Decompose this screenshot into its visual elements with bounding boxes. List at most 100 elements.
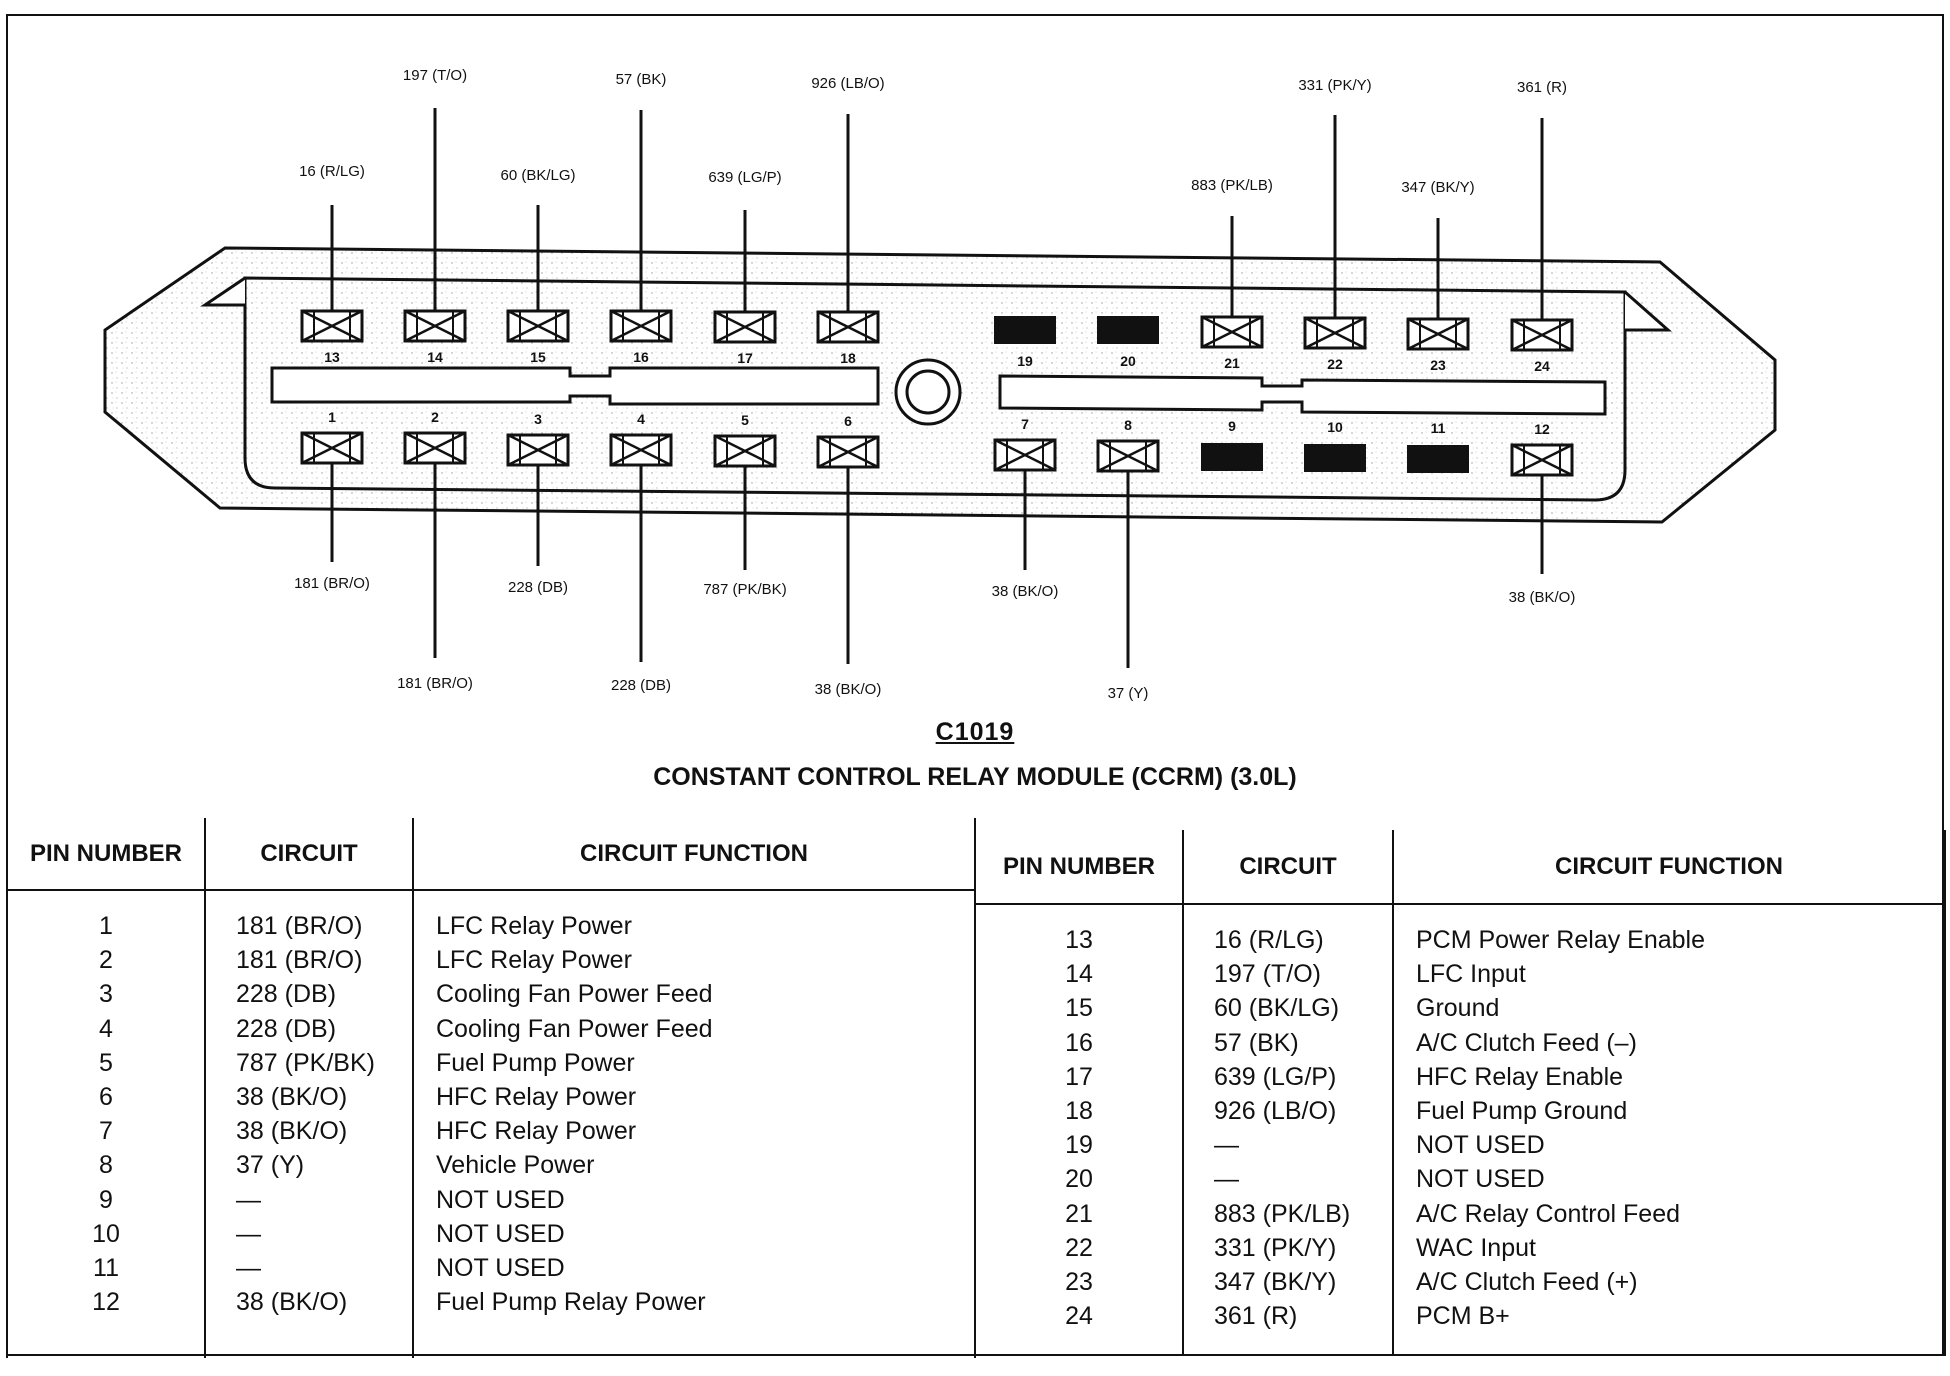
function-cell: Fuel Pump Relay Power — [436, 1288, 706, 1317]
circuit-cell: 57 (BK) — [1214, 1028, 1299, 1057]
cavity-number-5: 5 — [741, 412, 749, 428]
terminal-cavity-3 — [506, 433, 570, 467]
pin-number-cell: 6 — [99, 1082, 113, 1111]
terminal-cavity-2 — [403, 431, 467, 465]
terminal-cavity-18 — [816, 310, 880, 344]
wire-label-pin-3: 228 (DB) — [508, 579, 568, 596]
left-latch — [200, 276, 246, 307]
connector-id: C1019 — [935, 718, 1015, 746]
terminal-cavity-12 — [1510, 443, 1574, 477]
circuit-cell: 197 (T/O) — [1214, 960, 1321, 989]
right-slot — [998, 374, 1607, 416]
pin-number-cell: 4 — [99, 1014, 113, 1043]
cavity-number-2: 2 — [431, 409, 439, 425]
circuit-cell: — — [236, 1219, 261, 1248]
wire-label-pin-22: 331 (PK/Y) — [1298, 77, 1371, 94]
header-circuit-function: CIRCUIT FUNCTION — [412, 818, 976, 891]
terminal-cavity-1 — [300, 431, 364, 465]
circuit-cell: — — [1214, 1165, 1239, 1194]
cavity-number-12: 12 — [1534, 421, 1550, 437]
pin-number-cell: 1 — [99, 912, 113, 940]
circuit-cell: 16 (R/LG) — [1214, 926, 1324, 954]
header-circuit: CIRCUIT — [204, 818, 414, 891]
cavity-number-9: 9 — [1228, 418, 1236, 434]
wire-label-pin-24: 361 (R) — [1517, 79, 1567, 96]
wire-label-pin-18: 926 (LB/O) — [811, 75, 884, 92]
terminal-cavity-16 — [609, 309, 673, 343]
terminal-cavity-14 — [403, 309, 467, 343]
pin-number-cell: 21 — [1065, 1199, 1093, 1228]
cavity-number-1: 1 — [328, 409, 336, 425]
wire-label-pin-5: 787 (PK/BK) — [703, 581, 786, 598]
cavity-number-6: 6 — [844, 413, 852, 429]
pin-number-cell: 5 — [99, 1048, 113, 1077]
wire-label-pin-17: 639 (LG/P) — [708, 169, 781, 186]
unused-cavity-10 — [1304, 444, 1366, 472]
circuit-cell: — — [1214, 1131, 1239, 1160]
pin-number-cell: 2 — [99, 946, 113, 975]
cavity-number-8: 8 — [1124, 417, 1132, 433]
terminal-cavity-6 — [816, 435, 880, 469]
terminal-cavity-13 — [300, 309, 364, 343]
header-pin-number: PIN NUMBER — [974, 830, 1184, 905]
function-cell: WAC Input — [1416, 1233, 1536, 1262]
cavity-number-23: 23 — [1430, 357, 1446, 373]
circuit-cell: 331 (PK/Y) — [1214, 1233, 1337, 1262]
terminal-cavity-8 — [1096, 439, 1160, 473]
circuit-column: 181 (BR/O)181 (BR/O)228 (DB)228 (DB)787 … — [204, 890, 414, 1358]
circuit-cell: 228 (DB) — [236, 1014, 337, 1043]
wire-label-pin-23: 347 (BK/Y) — [1401, 179, 1474, 196]
wire-label-pin-8: 37 (Y) — [1108, 685, 1149, 702]
function-cell: PCM Power Relay Enable — [1416, 926, 1706, 954]
circuit-cell: 38 (BK/O) — [236, 1288, 348, 1317]
pin-number-cell: 22 — [1065, 1233, 1093, 1262]
cavity-number-14: 14 — [427, 349, 443, 365]
unused-cavity-11 — [1407, 445, 1469, 473]
function-cell: Vehicle Power — [436, 1151, 595, 1180]
terminal-cavity-22 — [1303, 316, 1367, 350]
header-pin-number: PIN NUMBER — [6, 818, 206, 891]
cavity-number-17: 17 — [737, 350, 753, 366]
function-cell: LFC Relay Power — [436, 946, 632, 975]
circuit-cell: 38 (BK/O) — [236, 1082, 348, 1111]
wire-label-pin-1: 181 (BR/O) — [294, 575, 370, 592]
right-latch — [1624, 290, 1672, 332]
terminal-cavity-21 — [1200, 315, 1264, 349]
unused-cavity-9 — [1201, 443, 1263, 471]
function-cell: NOT USED — [436, 1185, 565, 1214]
wire-label-pin-7: 38 (BK/O) — [992, 583, 1059, 600]
wire-label-pin-6: 38 (BK/O) — [815, 681, 882, 698]
unused-cavity-20 — [1097, 316, 1159, 344]
unused-cavity-19 — [994, 316, 1056, 344]
cavity-number-3: 3 — [534, 411, 542, 427]
circuit-cell: — — [236, 1185, 261, 1214]
cavity-number-16: 16 — [633, 349, 649, 365]
function-cell: HFC Relay Enable — [1416, 1062, 1624, 1091]
header-circuit-function: CIRCUIT FUNCTION — [1392, 830, 1946, 905]
cavity-number-13: 13 — [324, 349, 340, 365]
terminal-cavity-5 — [713, 434, 777, 468]
pin-number-cell: 14 — [1065, 960, 1093, 989]
cavity-number-21: 21 — [1224, 355, 1240, 371]
pin-number-cell: 19 — [1065, 1131, 1093, 1160]
wire-label-pin-13: 16 (R/LG) — [299, 163, 365, 180]
function-cell: HFC Relay Power — [436, 1117, 637, 1146]
cavity-number-15: 15 — [530, 349, 546, 365]
wire-label-pin-15: 60 (BK/LG) — [500, 167, 575, 184]
cavity-number-24: 24 — [1534, 358, 1550, 374]
terminal-cavity-23 — [1406, 317, 1470, 351]
function-cell: NOT USED — [436, 1219, 565, 1248]
function-cell: A/C Clutch Feed (+) — [1416, 1267, 1638, 1296]
pin-number-cell: 15 — [1065, 994, 1093, 1023]
module-title: CONSTANT CONTROL RELAY MODULE (CCRM) (3.… — [653, 763, 1297, 791]
function-cell: Fuel Pump Power — [436, 1048, 635, 1077]
cavity-number-22: 22 — [1327, 356, 1343, 372]
pin-number-cell: 11 — [93, 1253, 119, 1282]
cavity-number-11: 11 — [1431, 420, 1446, 436]
